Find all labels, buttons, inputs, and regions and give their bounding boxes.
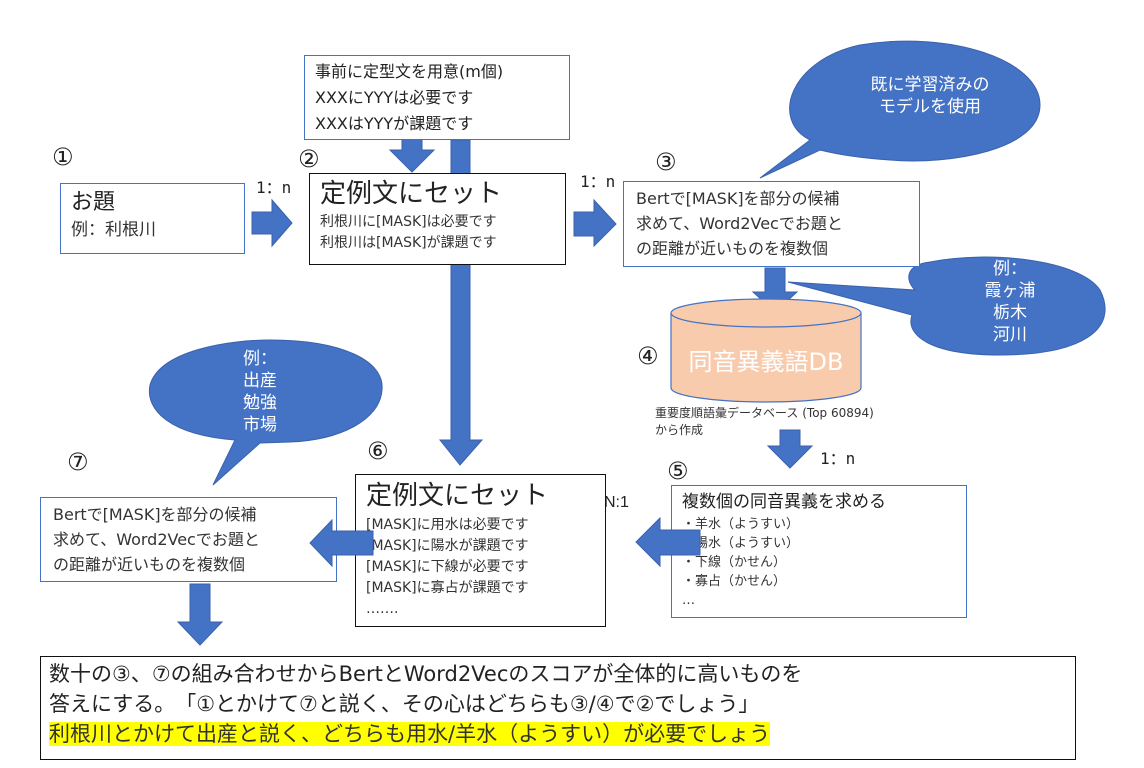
ratio-1-2: 1：n <box>256 178 292 197</box>
arrow-prep-to-2 <box>388 136 436 173</box>
conclusion-line: 数十の③、⑦の組み合わせからBertとWord2Vecのスコアが全体的に高いもの… <box>49 662 803 686</box>
step2-line: 利根川に[MASK]は必要です <box>320 214 497 230</box>
bubble-line: 河川 <box>993 325 1027 345</box>
step5-item: ・下線（かせん） <box>682 555 787 570</box>
bubble-line: 勉強 <box>243 393 277 413</box>
bubble-line: 例： <box>243 349 277 369</box>
step7-line: の距離が近いものを複数個 <box>53 555 246 574</box>
step1-title: お題 <box>71 190 116 215</box>
db-caption: 重要度順語彙データベース (Top 60894) から作成 <box>655 405 874 439</box>
bubble-line: 栃木 <box>993 303 1027 323</box>
prep-line: XXXにYYYは必要です <box>315 88 474 107</box>
step1-example: 例：利根川 <box>71 220 156 240</box>
step5-homonym-box: 複数個の同音異義を求める ・羊水（ようすい） ・陽水（ようすい） ・下線（かせん… <box>671 485 967 618</box>
db-caption-line: から作成 <box>655 423 704 437</box>
step5-item: ・寡占（かせん） <box>682 574 787 589</box>
step-number-6: ⑥ <box>367 437 389 465</box>
conclusion-highlight: 利根川とかけて出産と説く、どちらも用水/羊水（ようすい）が必要でしょう <box>49 722 771 746</box>
step-number-4: ④ <box>637 342 659 370</box>
step5-item: … <box>682 593 695 608</box>
step1-topic-box: お題 例：利根川 <box>60 183 245 254</box>
step6-line: [MASK]に陽水が課題です <box>366 538 529 554</box>
conclusion-box: 数十の③、⑦の組み合わせからBertとWord2Vecのスコアが全体的に高いもの… <box>40 656 1076 760</box>
step6-line: [MASK]に用水は必要です <box>366 517 529 533</box>
bubble-line: 霞ヶ浦 <box>984 281 1036 301</box>
step-number-7: ⑦ <box>67 448 89 476</box>
arrow-3-to-4 <box>751 267 799 313</box>
step-number-3: ③ <box>655 148 677 176</box>
step3-bert-box: Bertで[MASK]を部分の候補 求めて、Word2Vecでお題と の距離が近… <box>623 181 920 267</box>
step2-line: 利根川は[MASK]が課題です <box>320 235 497 251</box>
bubble-example-s7-text: 例： 出産 勉強 市場 <box>225 348 295 436</box>
ratio-4-5: 1：n <box>820 449 856 468</box>
step5-item: ・陽水（ようすい） <box>682 536 800 551</box>
step6-line: ……. <box>366 601 399 617</box>
db-caption-line: 重要度順語彙データベース (Top 60894) <box>655 406 874 420</box>
step2-title: 定例文にセット <box>320 179 503 209</box>
bubble-line: 既に学習済みの <box>870 75 990 95</box>
bubble-example-s3-text: 例： 霞ヶ浦 栃木 河川 <box>970 258 1050 346</box>
prep-template-box: 事前に定型文を用意(m個) XXXにYYYは必要です XXXはYYYが課題です <box>304 55 570 140</box>
bubble-pretrained-text: 既に学習済みの モデルを使用 <box>830 74 1030 118</box>
arrow-1-to-2 <box>251 198 293 248</box>
bubble-line: 例： <box>993 259 1027 279</box>
step5-title: 複数個の同音異義を求める <box>682 492 886 512</box>
db-label: 同音異義語DB <box>688 348 844 376</box>
step6-title: 定例文にセット <box>366 481 549 511</box>
ratio-2-3: 1：n <box>580 172 616 191</box>
step3-line: 求めて、Word2Vecでお題と <box>636 214 843 233</box>
step6-template-box: 定例文にセット [MASK]に用水は必要です [MASK]に陽水が課題です [M… <box>355 474 606 627</box>
ratio-5-6: N:1 <box>604 494 629 511</box>
bubble-line: 出産 <box>243 371 277 391</box>
step5-item: ・羊水（ようすい） <box>682 517 800 532</box>
step3-line: Bertで[MASK]を部分の候補 <box>636 189 840 208</box>
step7-line: Bertで[MASK]を部分の候補 <box>53 505 257 524</box>
arrow-2-to-3 <box>573 198 617 248</box>
arrow-7-to-conclusion <box>176 583 224 646</box>
step-number-5: ⑤ <box>667 457 689 485</box>
prep-line: 事前に定型文を用意(m個) <box>315 62 504 81</box>
bubble-line: 市場 <box>243 415 277 435</box>
speech-bubble-example-s3 <box>787 256 1106 356</box>
step6-line: [MASK]に寡占が課題です <box>366 580 529 596</box>
step7-line: 求めて、Word2Vecでお題と <box>53 530 260 549</box>
conclusion-line: 答えにする。 「①とかけて⑦と説く、その心はどちらも③/④で②でしょう」 <box>49 692 760 716</box>
prep-line: XXXはYYYが課題です <box>315 114 474 133</box>
step3-line: の距離が近いものを複数個 <box>636 239 829 258</box>
step7-bert-box: Bertで[MASK]を部分の候補 求めて、Word2Vecでお題と の距離が近… <box>40 497 337 582</box>
bubble-line: モデルを使用 <box>879 97 981 117</box>
step2-template-box: 定例文にセット 利根川に[MASK]は必要です 利根川は[MASK]が課題です <box>309 173 566 265</box>
step-number-1: ① <box>52 143 74 171</box>
step-number-2: ② <box>298 145 320 173</box>
step6-line: [MASK]に下線が必要です <box>366 559 529 575</box>
